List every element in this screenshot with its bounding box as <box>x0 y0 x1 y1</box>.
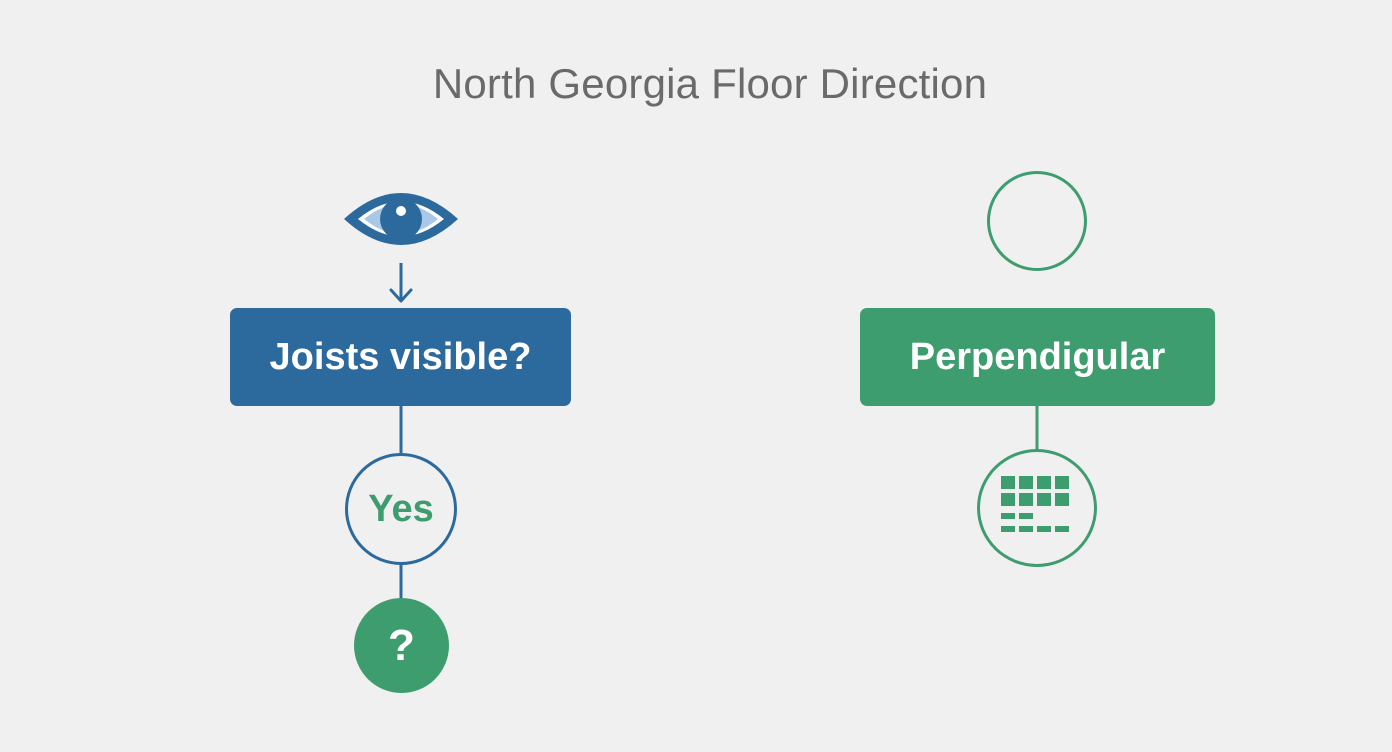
unknown-node: ? <box>354 598 449 693</box>
grid-icon <box>1001 476 1069 532</box>
empty-circle-icon <box>987 171 1087 271</box>
joists-visible-box: Joists visible? <box>230 308 571 406</box>
diagram-title: North Georgia Floor Direction <box>432 60 988 107</box>
perpendicular-box: Perpendigular <box>860 308 1215 406</box>
eye-arrow-head <box>389 288 413 303</box>
yes-node: Yes <box>345 453 457 565</box>
grid-node <box>977 449 1097 567</box>
eye-icon <box>342 183 460 255</box>
